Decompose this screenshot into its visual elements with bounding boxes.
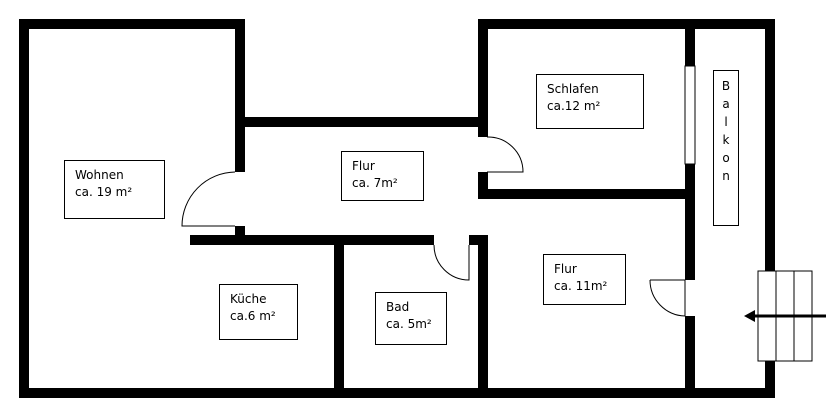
wall-wohnen-right-lower	[235, 226, 245, 236]
room-name: Schlafen	[547, 82, 599, 96]
room-name: Küche	[230, 292, 267, 306]
door-schlafen[interactable]	[486, 136, 524, 173]
wall-bottom	[19, 388, 775, 398]
wall-schlafen-left-upper	[478, 19, 488, 137]
door-flur2[interactable]	[649, 279, 686, 317]
room-label-schlafen: Schlafen ca.12 m²	[536, 74, 644, 129]
wall-right-lower	[765, 361, 775, 398]
balkon-letter: n	[722, 169, 730, 183]
room-area: ca. 5m²	[386, 317, 432, 331]
wall-top-left	[19, 19, 245, 29]
room-label-flur2: Flur ca. 11m²	[543, 254, 626, 305]
room-label-wohnen: Wohnen ca. 19 m²	[64, 160, 165, 219]
wall-schlafen-bottom	[478, 189, 694, 199]
wall-left	[19, 19, 29, 397]
balkon-label: B a l k o n	[713, 70, 739, 226]
room-area: ca.6 m²	[230, 309, 276, 323]
room-name: Wohnen	[75, 168, 124, 182]
wall-wohnen-right-upper	[235, 19, 245, 172]
room-label-kueche: Küche ca.6 m²	[219, 284, 298, 340]
wall-kueche-top	[190, 235, 434, 245]
door-bad[interactable]	[433, 244, 470, 281]
room-label-bad: Bad ca. 5m²	[375, 292, 447, 345]
balkon-letter: l	[724, 115, 728, 129]
wall-right-upper	[765, 19, 775, 271]
balkon-letter: k	[722, 133, 730, 147]
wall-schlafen-right-top	[685, 19, 695, 66]
room-name: Flur	[554, 262, 577, 276]
door-wohnen[interactable]	[181, 171, 236, 227]
room-area: ca. 19 m²	[75, 185, 133, 199]
room-label-flur1: Flur ca. 7m²	[341, 151, 424, 201]
wall-top-right	[478, 19, 775, 29]
wall-flur1-top	[235, 117, 487, 127]
room-area: ca. 11m²	[554, 279, 608, 293]
wall-schlafen-right-bottom	[685, 164, 695, 280]
balkon-letter: a	[722, 97, 730, 111]
room-area: ca. 7m²	[352, 176, 398, 190]
room-area: ca.12 m²	[547, 99, 601, 113]
wall-kueche-bad	[334, 235, 344, 395]
balkon-letter: B	[721, 79, 731, 93]
arrow-left-icon	[744, 310, 826, 322]
wall-bad-right	[478, 235, 488, 395]
wall-schlafen-left-lower	[478, 172, 488, 199]
window	[684, 65, 696, 165]
balkon-letter: o	[722, 151, 730, 165]
wall-flur2-right-lower	[685, 316, 695, 396]
room-name: Bad	[386, 300, 410, 314]
room-name: Flur	[352, 159, 375, 173]
